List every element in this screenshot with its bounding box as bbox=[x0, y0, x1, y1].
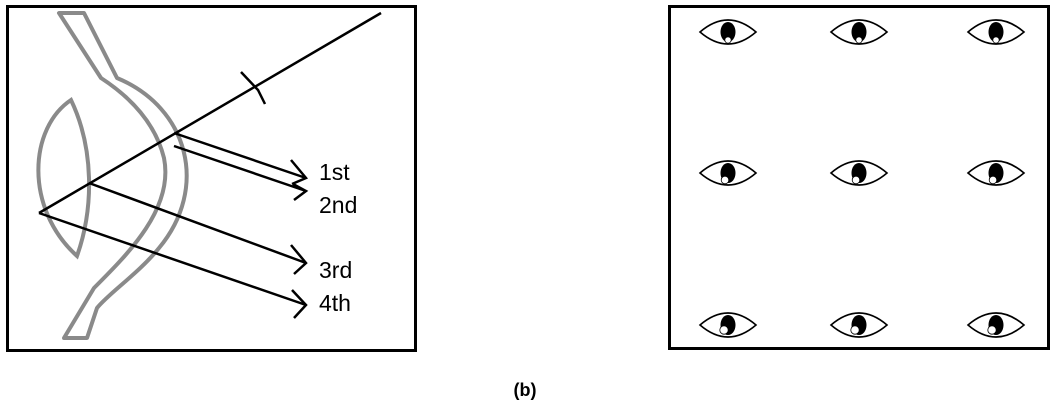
corneal-glint bbox=[720, 175, 730, 185]
eye-gaze-grid-panel bbox=[668, 5, 1050, 350]
corneal-glint bbox=[851, 175, 861, 185]
ray-4th bbox=[38, 211, 307, 307]
pupil bbox=[988, 22, 1004, 42]
cornea-outline bbox=[57, 11, 189, 340]
ray-4th-arrowhead bbox=[291, 289, 308, 319]
label-4th: 4th bbox=[319, 290, 351, 316]
incoming-ray-arrowhead bbox=[240, 71, 267, 105]
eye-gaze-grid bbox=[698, 19, 1026, 338]
pupil bbox=[851, 22, 867, 42]
eye-cross-section-panel: 1st 2nd 3rd 4th bbox=[6, 5, 417, 352]
label-2nd: 2nd bbox=[319, 192, 357, 218]
eye-icon bbox=[698, 312, 758, 338]
corneal-glint bbox=[855, 36, 863, 44]
corneal-glint bbox=[992, 36, 1000, 44]
eye-icon bbox=[698, 160, 758, 186]
label-1st: 1st bbox=[319, 159, 350, 185]
eye-icon bbox=[966, 160, 1026, 186]
ray-2nd-arrowhead bbox=[292, 182, 309, 201]
label-3rd: 3rd bbox=[319, 257, 352, 283]
ray-1st-arrowhead bbox=[290, 159, 309, 186]
lens-outline bbox=[36, 97, 92, 260]
ray-3rd bbox=[88, 181, 307, 265]
corneal-glint bbox=[719, 325, 729, 335]
eye-icon bbox=[829, 312, 889, 338]
corneal-glint bbox=[988, 175, 998, 185]
corneal-glint bbox=[987, 325, 997, 335]
eye-icon bbox=[829, 19, 889, 45]
figure-caption: (b) bbox=[513, 380, 537, 400]
pupil bbox=[720, 22, 736, 42]
ray-1st bbox=[173, 131, 307, 180]
eye-icon bbox=[966, 19, 1026, 45]
eye-icon bbox=[966, 312, 1026, 338]
ray-2nd bbox=[173, 144, 307, 193]
reflection-rays bbox=[38, 131, 309, 319]
eye-icon bbox=[698, 19, 758, 45]
eye-cross-section-diagram: 1st 2nd 3rd 4th bbox=[36, 11, 382, 340]
incoming-ray bbox=[38, 11, 382, 215]
corneal-glint bbox=[850, 325, 860, 335]
corneal-glint bbox=[724, 36, 732, 44]
eye-icon bbox=[829, 160, 889, 186]
ray-3rd-arrowhead bbox=[290, 244, 308, 275]
